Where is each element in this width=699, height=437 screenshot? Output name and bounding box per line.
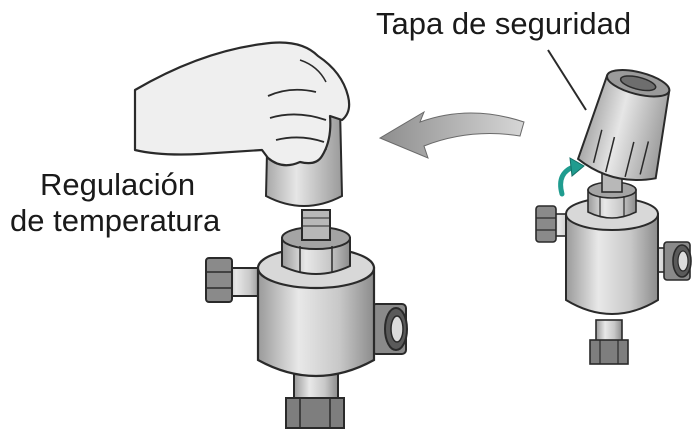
label-leader-line: [547, 49, 587, 111]
curved-arrow-icon: [378, 110, 525, 159]
temperature-label-line2: de temperatura: [10, 203, 221, 238]
mixing-valve-large: [205, 209, 408, 429]
safety-cap-icon: [576, 69, 671, 182]
safety-cap-label: Tapa de seguridad: [376, 6, 632, 41]
temperature-label-line1: Regulación: [40, 167, 196, 202]
rotation-arrow-icon: [558, 157, 585, 197]
hand-icon: [133, 41, 351, 167]
mixing-valve-small: [535, 171, 692, 365]
